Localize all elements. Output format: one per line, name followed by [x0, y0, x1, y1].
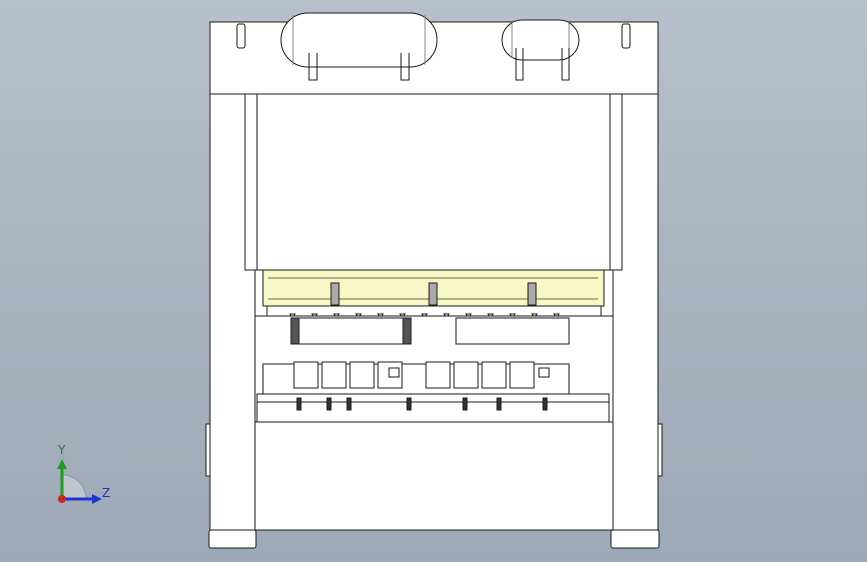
upper-die-left [290, 317, 412, 345]
upper-die-right [455, 317, 570, 345]
y-axis-label: Y [58, 443, 66, 457]
x-axis-point [58, 495, 66, 503]
crown-slot-right [621, 23, 631, 49]
orientation-triad[interactable] [40, 435, 120, 515]
z-axis-label: Z [102, 486, 111, 500]
foot-right [610, 529, 660, 549]
foot-left [208, 529, 257, 549]
air-tank-large [280, 12, 438, 68]
bolster [256, 401, 610, 423]
air-tank-small [501, 19, 580, 61]
crown-slot-left [236, 23, 246, 49]
die-stations [293, 361, 550, 389]
triad-plane-indicator [61, 474, 87, 500]
bed [254, 421, 614, 531]
